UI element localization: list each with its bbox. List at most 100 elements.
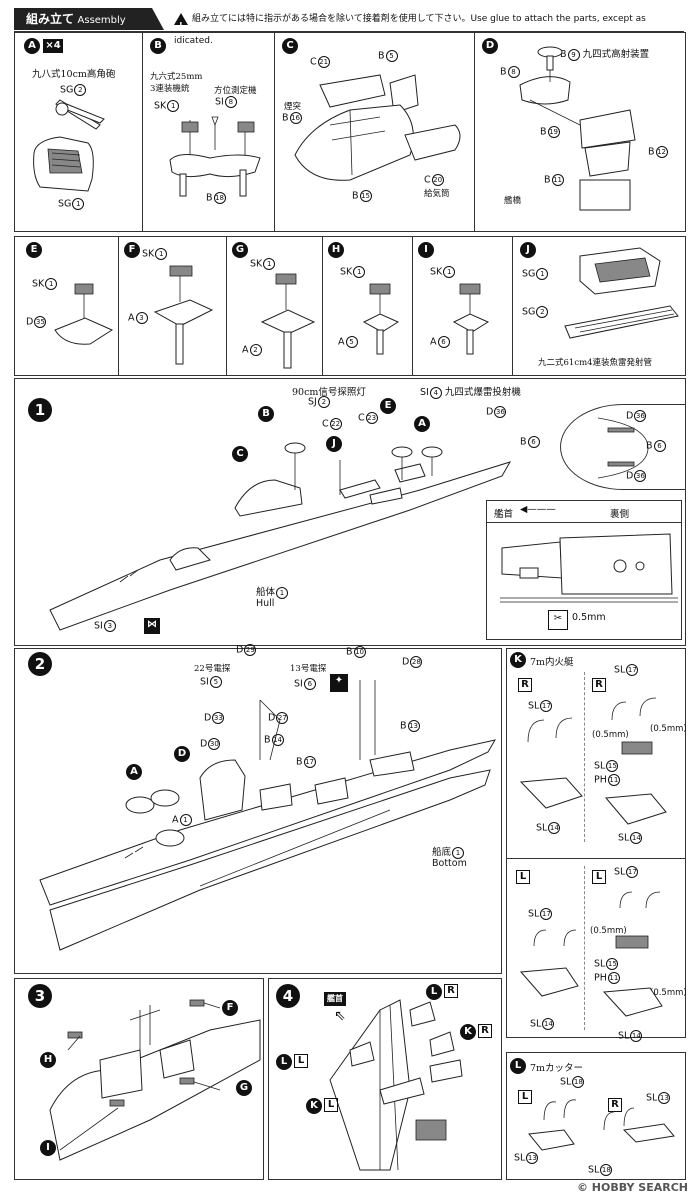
f-drawing: [153, 265, 214, 365]
callout-b: B: [258, 406, 274, 422]
step-j-badge: J: [520, 242, 536, 258]
step-2-badge: 2: [28, 652, 52, 676]
bow-label: 艦首: [494, 509, 514, 520]
detail-box: [486, 500, 682, 640]
callout-a: A: [126, 764, 142, 780]
row1-frame: [14, 32, 686, 232]
step-4-badge: 4: [276, 984, 300, 1008]
callout-h: H: [40, 1052, 56, 1068]
step3-frame: [14, 978, 264, 1180]
thickness-label: (0.5mm): [650, 988, 687, 998]
part-name: 給気筒: [424, 189, 450, 199]
callout-k: K: [460, 1024, 476, 1040]
launch-boat-drawing: [519, 891, 663, 1017]
step2-frame: [14, 648, 502, 974]
step-e-badge: E: [26, 242, 42, 258]
callout-c: C: [232, 446, 248, 462]
g-drawing: [260, 273, 316, 369]
left-marker: L: [516, 870, 530, 884]
k-frame: [506, 648, 686, 1038]
right-marker: R: [444, 984, 458, 998]
launch-boat-drawing: [519, 697, 667, 825]
hull-drawing: [49, 442, 512, 631]
torpedo-tube-drawing: [564, 247, 679, 339]
underside-drawing: [500, 533, 678, 603]
cut-icon: ✂: [548, 610, 568, 630]
right-marker: R: [518, 678, 532, 692]
part-name: 九二式61cm4連装魚雷発射管: [538, 358, 653, 368]
i-drawing: [452, 283, 490, 355]
left-marker: L: [518, 1090, 532, 1104]
radar-label: 22号電探: [194, 664, 231, 674]
step-b-badge: B: [150, 38, 166, 54]
left-marker: L: [294, 1054, 308, 1068]
warning-icon: [174, 12, 188, 37]
part-name: 方位測定機: [214, 86, 257, 96]
part-label: Hull: [256, 598, 275, 609]
superstructure-drawing: [39, 680, 497, 951]
callout-a: A: [414, 416, 430, 432]
h-drawing: [362, 283, 400, 355]
header-title: 組み立て Assembly: [14, 8, 164, 30]
callout-l: L: [426, 984, 442, 1000]
step-i-badge: I: [418, 242, 434, 258]
row2-frame: [14, 236, 686, 376]
thickness-label: (0.5mm): [650, 724, 687, 734]
bow-label: 艦首: [324, 992, 346, 1006]
thickness-label: 0.5mm: [572, 612, 606, 623]
step-3-badge: 3: [28, 984, 52, 1008]
arrow-up-left-icon: ⇖: [334, 1008, 346, 1024]
step4-frame: [268, 978, 502, 1180]
callout-f: F: [222, 1000, 238, 1016]
assembly-header: 組み立て Assembly 組み立てには特に指示がある場合を除いて接着剤を使用し…: [14, 8, 684, 46]
part-name: 九八式10cm高角砲: [32, 69, 116, 80]
right-marker: R: [608, 1098, 622, 1112]
cutter-title: 7mカッター: [530, 1063, 584, 1074]
multiplier: ×4: [43, 39, 63, 53]
watermark: © HOBBY SEARCH: [576, 1181, 688, 1194]
underside-label: 裏側: [610, 509, 630, 520]
callout-k: K: [306, 1098, 322, 1114]
funnel-drawing: [294, 74, 461, 181]
step-g-badge: G: [232, 242, 248, 258]
part-name: 艦橋: [504, 196, 522, 206]
step-k-badge: K: [510, 652, 526, 668]
